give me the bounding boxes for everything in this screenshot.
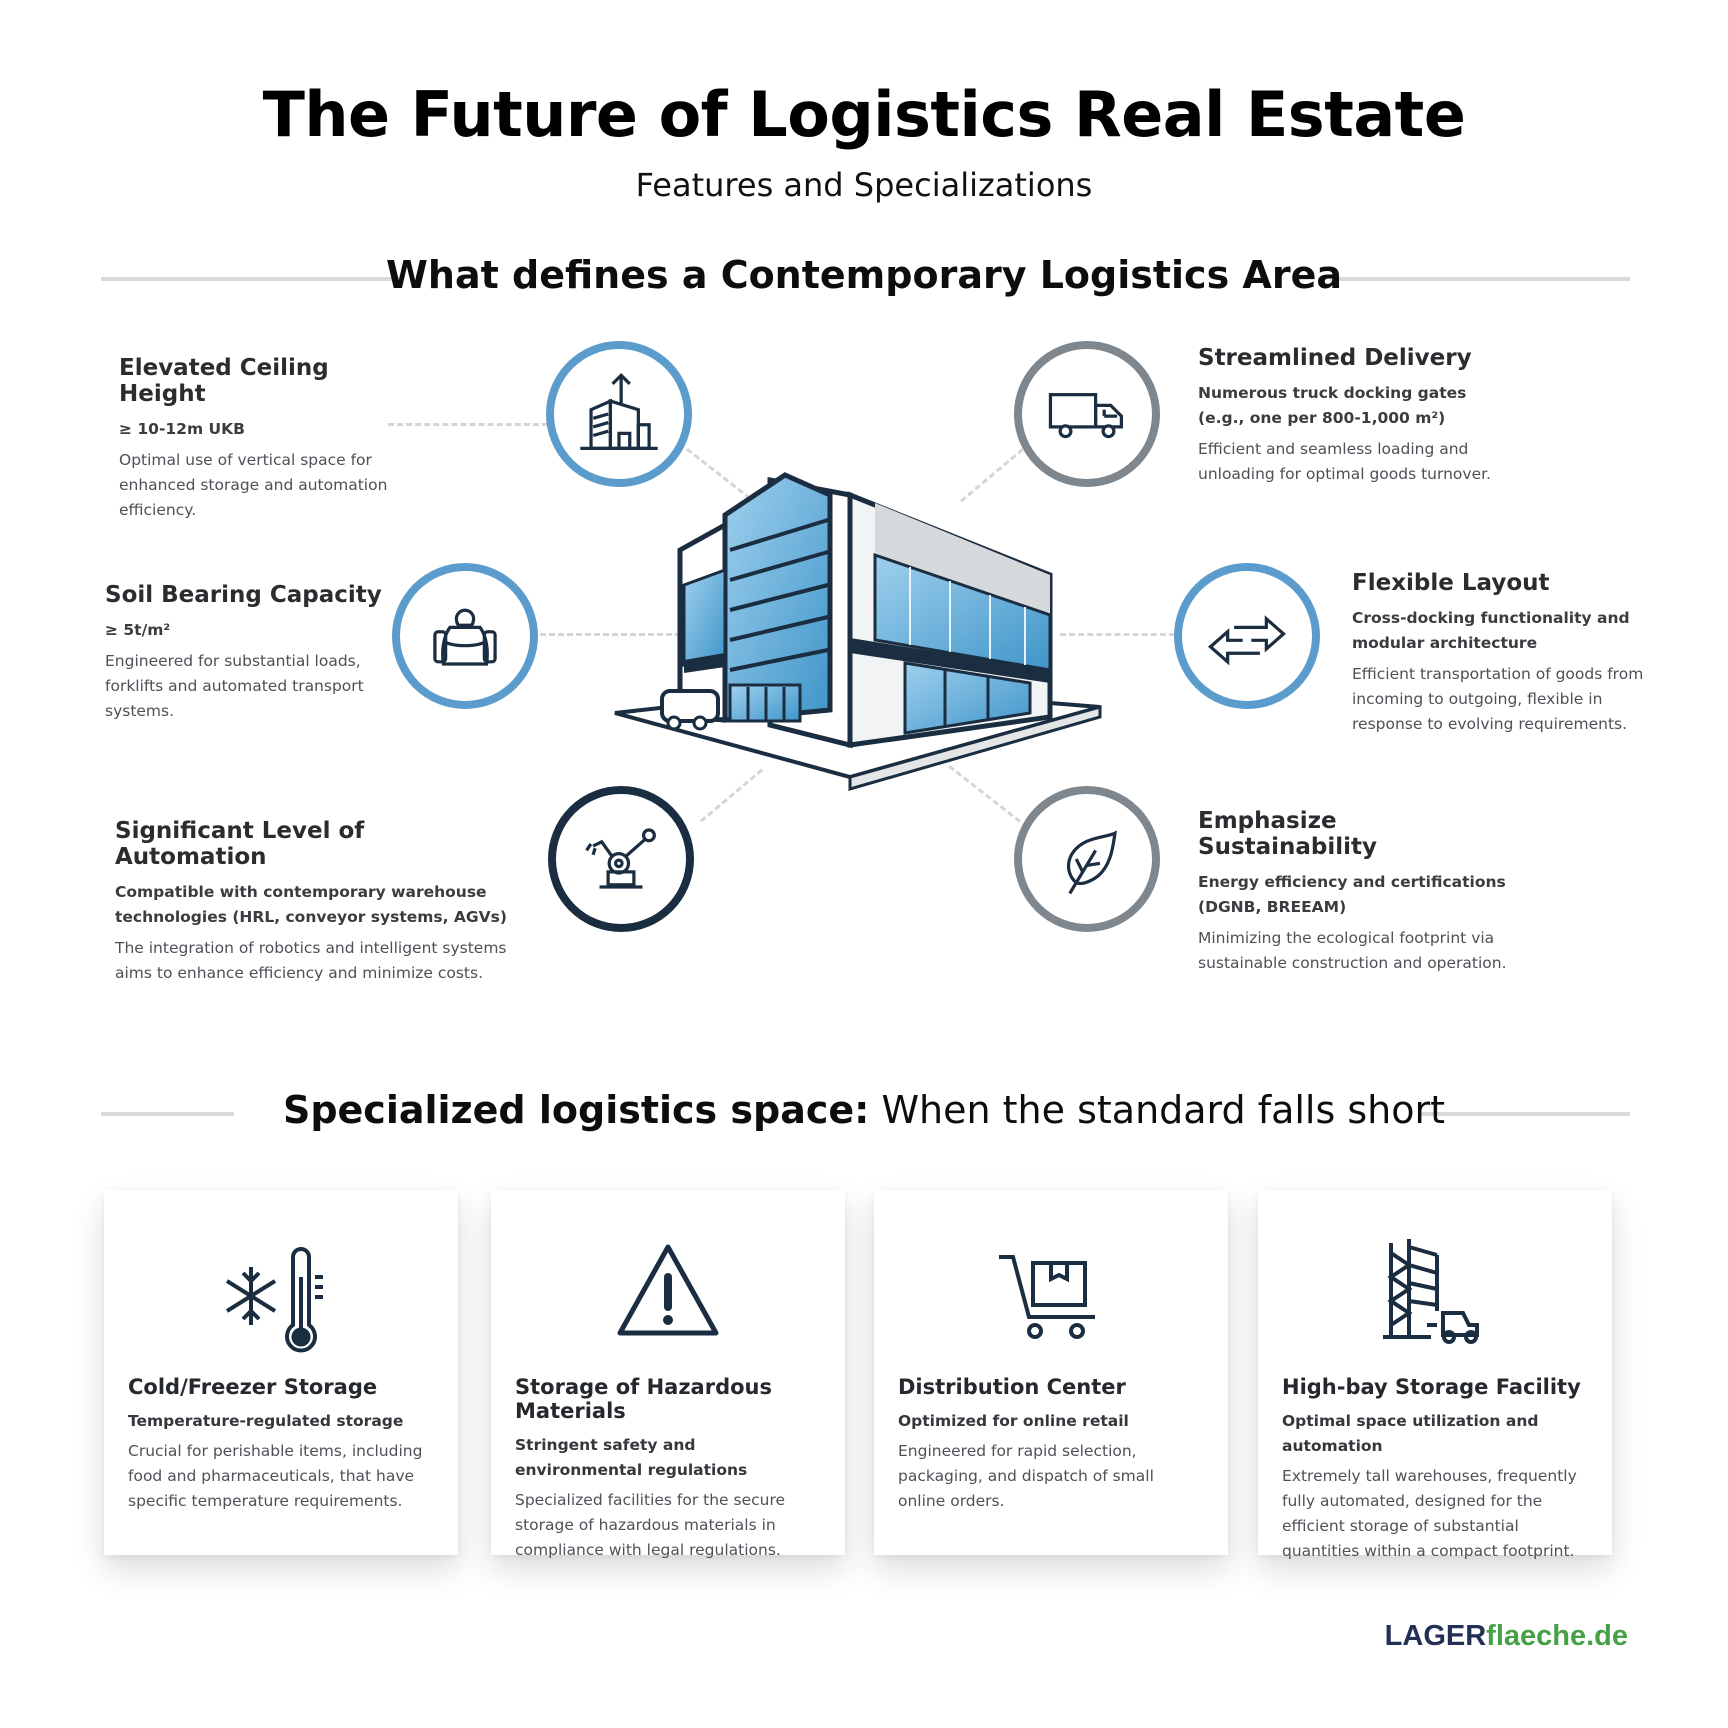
feature-description: The integration of robotics and intellig… <box>115 939 507 982</box>
feature-subtitle: Cross-docking functionality and modular … <box>1352 609 1630 652</box>
feature-streamlined-delivery: Streamlined Delivery Numerous truck dock… <box>1198 345 1518 487</box>
delivery-badge <box>1014 341 1160 487</box>
building-arrow-up-icon <box>580 373 658 451</box>
feature-subtitle: ≥ 10-12m UKB <box>119 420 245 438</box>
warning-triangle-icon <box>617 1244 719 1335</box>
section-title-bold: Specialized logistics space: <box>282 1088 870 1132</box>
feature-flexible-layout: Flexible Layout Cross-docking functional… <box>1352 570 1652 737</box>
feature-description: Efficient transportation of goods from i… <box>1352 665 1644 733</box>
feature-description: Efficient and seamless loading and unloa… <box>1198 440 1491 483</box>
card-hazardous-materials: Storage of Hazardous Materials Stringent… <box>491 1190 845 1559</box>
card-description: Specialized facilities for the secure st… <box>515 1491 786 1559</box>
divider-left <box>101 1112 234 1116</box>
card-description: Engineered for rapid selection, packagin… <box>898 1442 1154 1510</box>
feature-subtitle: Compatible with contemporary warehouse t… <box>115 883 507 926</box>
flexible-layout-badge <box>1174 563 1320 709</box>
connector-line <box>1060 633 1175 636</box>
feature-title: Emphasize Sustainability <box>1198 808 1378 860</box>
feature-subtitle: ≥ 5t/m² <box>105 621 171 639</box>
logo-flaeche: flaeche.de <box>1486 1620 1628 1652</box>
robot-arm-icon <box>585 828 656 889</box>
card-subtitle: Stringent safety and environmental regul… <box>515 1436 748 1479</box>
rack-forklift-icon <box>1383 1238 1479 1344</box>
divider-right <box>1330 277 1630 281</box>
card-description: Extremely tall warehouses, frequently fu… <box>1282 1467 1577 1560</box>
card-title: High-bay Storage Facility <box>1282 1375 1581 1399</box>
cart-box-icon <box>999 1254 1095 1339</box>
section-heading-contemporary: What defines a Contemporary Logistics Ar… <box>0 253 1728 303</box>
sustainability-badge <box>1014 786 1160 932</box>
section-title-regular: When the standard falls short <box>869 1088 1446 1132</box>
card-subtitle: Optimized for online retail <box>898 1412 1129 1430</box>
warehouse-illustration <box>600 455 1120 795</box>
section-title: What defines a Contemporary Logistics Ar… <box>386 253 1342 297</box>
card-cold-storage: Cold/Freezer Storage Temperature-regulat… <box>104 1190 458 1555</box>
feature-soil-bearing: Soil Bearing Capacity ≥ 5t/m² Engineered… <box>105 582 405 724</box>
leaf-icon <box>1067 830 1117 895</box>
ceiling-height-badge <box>546 341 692 487</box>
divider-left <box>101 277 401 281</box>
feature-title: Soil Bearing Capacity <box>105 582 382 608</box>
section-title: Specialized logistics space: When the st… <box>0 1088 1728 1132</box>
snowflake-thermometer-icon <box>225 1246 323 1352</box>
feature-title: Streamlined Delivery <box>1198 345 1472 371</box>
connector-line <box>388 423 548 426</box>
feature-title: Flexible Layout <box>1352 570 1550 596</box>
brand-logo[interactable]: LAGERflaeche.de <box>1385 1620 1628 1653</box>
feature-ceiling-height: Elevated Ceiling Height ≥ 10-12m UKB Opt… <box>119 355 419 523</box>
feature-automation: Significant Level of Automation Compatib… <box>115 818 515 986</box>
feature-subtitle: Energy efficiency and certifications (DG… <box>1198 873 1506 916</box>
truck-icon <box>1048 393 1124 439</box>
feature-description: Optimal use of vertical space for enhanc… <box>119 451 388 519</box>
connector-line <box>540 633 690 636</box>
feature-subtitle: Numerous truck docking gates (e.g., one … <box>1198 384 1467 427</box>
section-heading-specialized: Specialized logistics space: When the st… <box>0 1088 1728 1138</box>
card-high-bay-storage: High-bay Storage Facility Optimal space … <box>1258 1190 1612 1560</box>
feature-title: Elevated Ceiling Height <box>119 355 329 407</box>
card-title: Distribution Center <box>898 1375 1126 1399</box>
weight-icon <box>433 608 497 666</box>
feature-sustainability: Emphasize Sustainability Energy efficien… <box>1198 808 1518 976</box>
logo-lager: LAGER <box>1384 1620 1487 1652</box>
card-subtitle: Temperature-regulated storage <box>128 1412 404 1430</box>
feature-title: Significant Level of Automation <box>115 818 365 870</box>
card-title: Storage of Hazardous Materials <box>515 1375 772 1423</box>
card-description: Crucial for perishable items, including … <box>128 1442 423 1510</box>
card-distribution-center: Distribution Center Optimized for online… <box>874 1190 1228 1555</box>
card-subtitle: Optimal space utilization and automation <box>1282 1412 1539 1455</box>
divider-right <box>1420 1112 1630 1116</box>
card-title: Cold/Freezer Storage <box>128 1375 378 1399</box>
page-subtitle: Features and Specializations <box>635 166 1093 204</box>
feature-description: Minimizing the ecological footprint via … <box>1198 929 1507 972</box>
page-title: The Future of Logistics Real Estate <box>262 78 1466 151</box>
swap-arrows-icon <box>1208 615 1286 666</box>
automation-badge <box>548 786 694 932</box>
warehouse-building-icon <box>614 472 1102 791</box>
soil-bearing-badge <box>392 563 538 709</box>
feature-description: Engineered for substantial loads, forkli… <box>105 652 364 720</box>
